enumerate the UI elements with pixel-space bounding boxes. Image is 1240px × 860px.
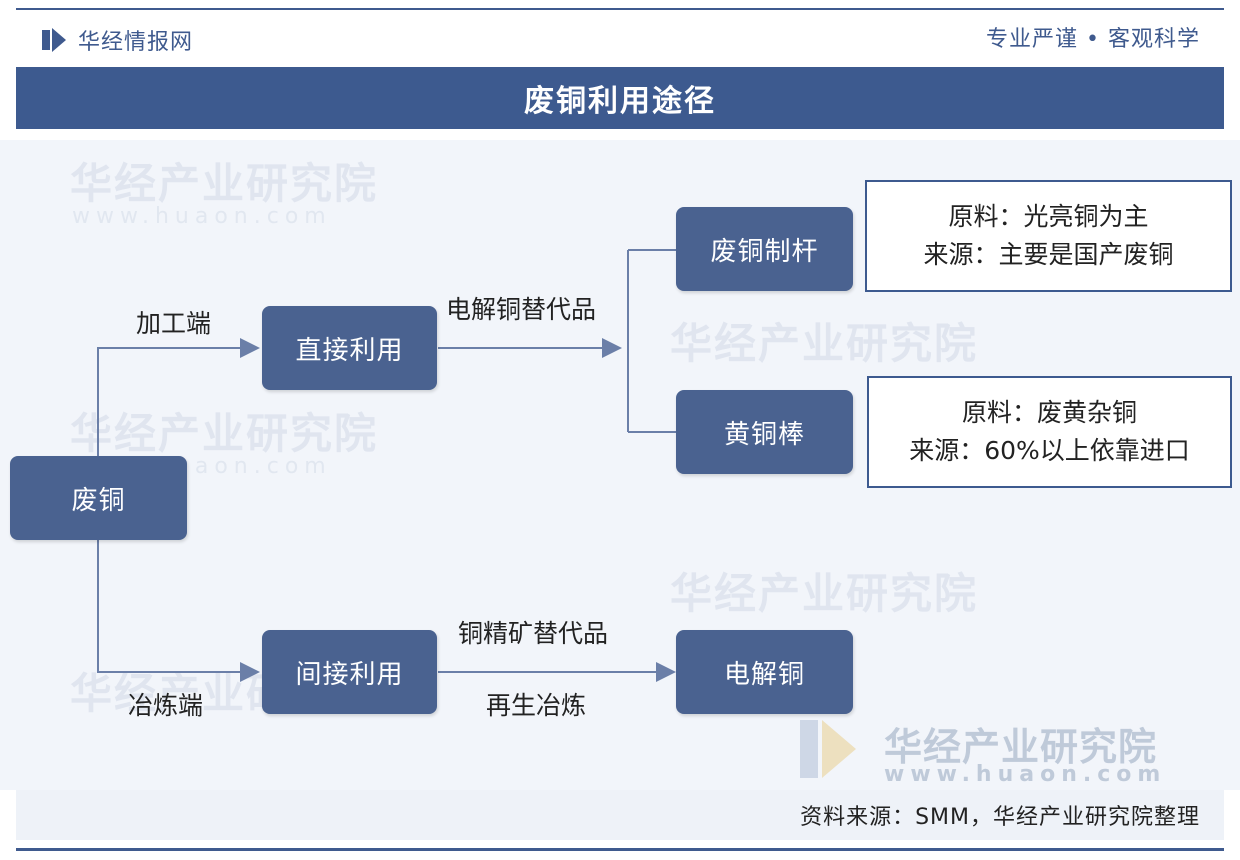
node-indirect-use: 间接利用 <box>262 630 437 714</box>
title-bar: 废铜利用途径 <box>16 67 1224 129</box>
page-title: 废铜利用途径 <box>524 84 716 119</box>
watermark-logo-url: www.huaon.com <box>884 762 1167 787</box>
top-rule <box>16 8 1224 10</box>
watermark-text: 华经产业研究院 <box>70 159 379 208</box>
node-scrap-rod: 废铜制杆 <box>676 207 853 291</box>
watermark-text: 华经产业研究院 <box>70 409 379 458</box>
footer: 资料来源：SMM，华经产业研究院整理 <box>16 790 1224 840</box>
slogan: 专业严谨 • 客观科学 <box>986 27 1200 52</box>
edge-scrap-to-direct <box>97 338 260 458</box>
watermark-logo-icon <box>800 720 870 780</box>
info-material: 原料：废黄杂铜 <box>961 398 1137 427</box>
info-box-scrap-rod: 原料：光亮铜为主 来源：主要是国产废铜 <box>865 180 1232 292</box>
node-scrap-copper: 废铜 <box>10 456 187 540</box>
edge-scrap-to-indirect <box>97 540 260 682</box>
label-recycled-smelting: 再生冶炼 <box>486 691 587 720</box>
bottom-rule <box>16 848 1224 851</box>
info-box-brass-rod: 原料：废黄杂铜 来源：60%以上依靠进口 <box>867 376 1232 488</box>
brand-name: 华经情报网 <box>78 30 194 55</box>
label-processing-end: 加工端 <box>136 309 212 338</box>
node-electrolytic-copper: 电解铜 <box>676 630 853 714</box>
info-material: 原料：光亮铜为主 <box>948 202 1149 231</box>
label-concentrate-substitute: 铜精矿替代品 <box>458 619 609 648</box>
brand-logo-icon <box>42 28 68 52</box>
node-brass-rod: 黄铜棒 <box>676 390 853 474</box>
watermark-text: 华经产业研究院 <box>670 569 979 618</box>
brand: 华经情报网 <box>42 22 193 58</box>
info-source: 来源：60%以上依靠进口 <box>909 436 1190 465</box>
source-note: 资料来源：SMM，华经产业研究院整理 <box>800 805 1200 830</box>
watermark-logo-text: 华经产业研究院 <box>884 725 1158 769</box>
label-smelting-end: 冶炼端 <box>128 691 204 720</box>
label-cathode-substitute: 电解铜替代品 <box>446 295 597 324</box>
watermark-text: 华经产业研究院 <box>670 319 979 368</box>
info-source: 来源：主要是国产废铜 <box>923 240 1174 269</box>
watermark-url: www.huaon.com <box>72 204 332 229</box>
node-direct-use: 直接利用 <box>262 306 437 390</box>
